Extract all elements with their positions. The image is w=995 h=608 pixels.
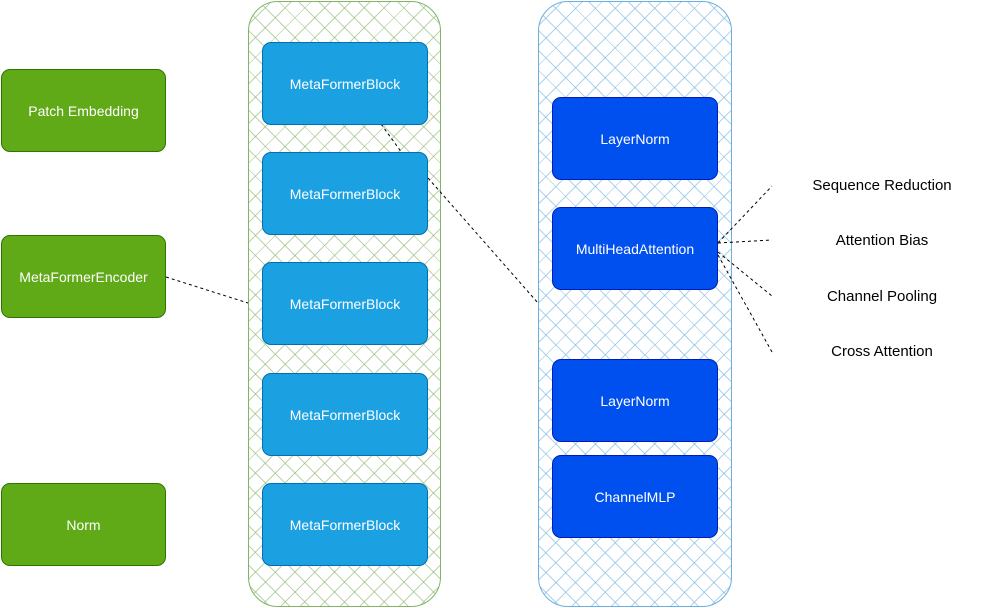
metaformer-block-label: MetaFormerBlock <box>289 516 401 533</box>
norm-box[interactable]: Norm <box>1 483 166 566</box>
patch-embedding-label: Patch Embedding <box>28 102 139 119</box>
metaformer-block-label: MetaFormerBlock <box>289 185 401 202</box>
layernorm-1-box[interactable]: LayerNorm <box>552 97 718 180</box>
multihead-attention-label: MultiHeadAttention <box>575 240 695 257</box>
sequence-reduction-label: Sequence Reduction <box>812 177 952 194</box>
metaformer-block-2[interactable]: MetaFormerBlock <box>262 152 428 235</box>
block-to-detail-connector <box>427 177 539 304</box>
cross-attention-label: Cross Attention <box>831 343 933 360</box>
metaformer-encoder-box[interactable]: MetaFormerEncoder <box>1 235 166 318</box>
channel-mlp-label: ChannelMLP <box>594 488 676 505</box>
attention-to-attention-bias <box>717 239 773 244</box>
block-to-detail-connector-top <box>380 123 403 154</box>
attention-to-sequence-reduction <box>717 185 773 244</box>
layernorm-1-label: LayerNorm <box>600 130 670 147</box>
attention-to-cross-attention <box>717 254 773 353</box>
attention-to-channel-pooling <box>717 251 773 297</box>
layernorm-2-label: LayerNorm <box>600 392 670 409</box>
metaformer-block-3[interactable]: MetaFormerBlock <box>262 262 428 345</box>
metaformer-encoder-label: MetaFormerEncoder <box>19 268 148 285</box>
layernorm-2-box[interactable]: LayerNorm <box>552 359 718 442</box>
channel-mlp-box[interactable]: ChannelMLP <box>552 455 718 538</box>
metaformer-block-5[interactable]: MetaFormerBlock <box>262 483 428 566</box>
metaformer-block-4[interactable]: MetaFormerBlock <box>262 373 428 456</box>
attention-bias-label: Attention Bias <box>835 232 929 249</box>
metaformer-block-label: MetaFormerBlock <box>289 295 401 312</box>
channel-pooling-label: Channel Pooling <box>826 288 938 305</box>
patch-embedding-box[interactable]: Patch Embedding <box>1 69 166 152</box>
metaformer-block-label: MetaFormerBlock <box>289 75 401 92</box>
multihead-attention-box[interactable]: MultiHeadAttention <box>552 207 718 290</box>
metaformer-block-label: MetaFormerBlock <box>289 406 401 423</box>
norm-label: Norm <box>66 516 101 533</box>
encoder-to-blocks-connector <box>165 276 249 304</box>
metaformer-block-1[interactable]: MetaFormerBlock <box>262 42 428 125</box>
